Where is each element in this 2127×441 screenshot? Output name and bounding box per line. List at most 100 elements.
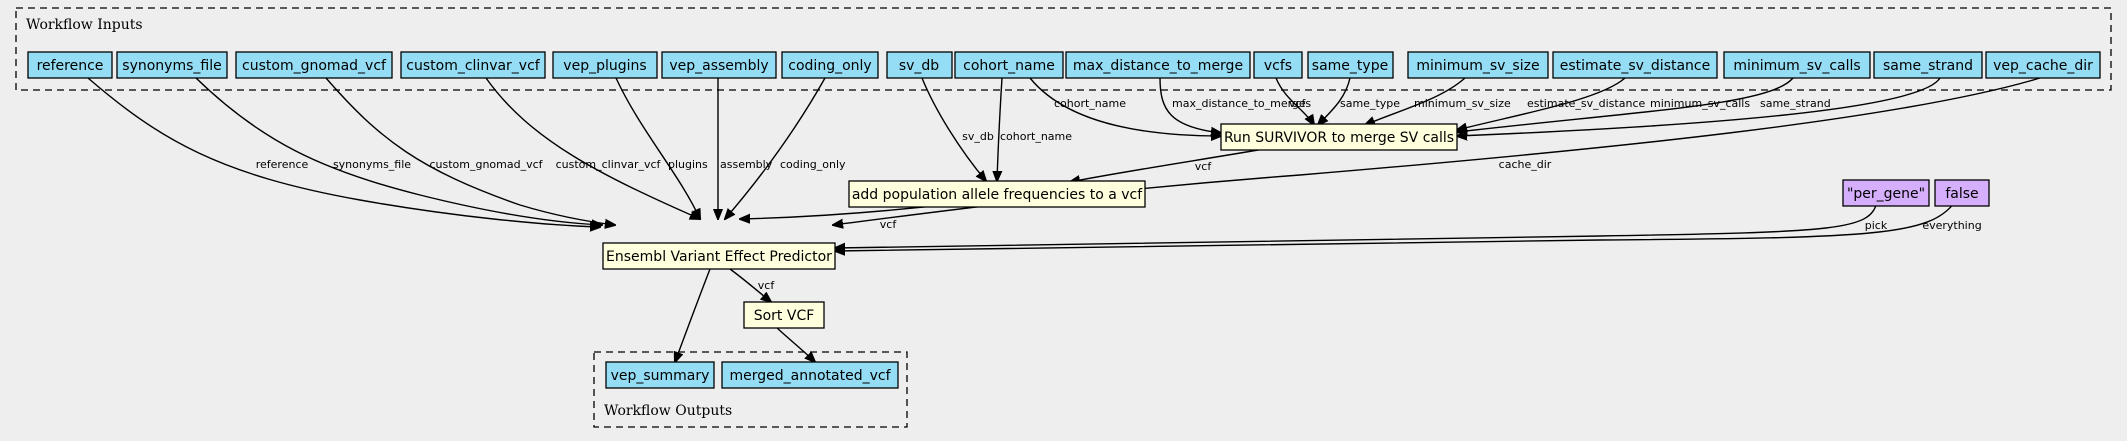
step-node-survivor[interactable]: Run SURVIVOR to merge SV calls — [1220, 123, 1458, 151]
input-label-sv-db: sv_db — [899, 58, 939, 74]
input-label-minimum-sv-calls: minimum_sv_calls — [1733, 58, 1860, 74]
edge-false-to-vep — [835, 201, 1956, 251]
workflow-inputs-cluster: Workflow Inputs — [15, 7, 2112, 91]
input-node-minimum-sv-size[interactable]: minimum_sv_size — [1407, 51, 1549, 79]
input-label-synonyms-file: synonyms_file — [122, 58, 221, 74]
edge-sort-to-merged — [775, 326, 815, 362]
edge-min-sv-calls-to-survivor — [1457, 77, 1794, 132]
edge-labels: cohort_name max_distance_to_merge vcfs s… — [256, 97, 1982, 292]
output-node-merged-annotated-vcf[interactable]: merged_annotated_vcf — [721, 361, 899, 389]
input-node-same-strand[interactable]: same_strand — [1873, 51, 1983, 79]
edge-sv-db-to-popfreq — [921, 77, 986, 181]
edge-same-strand-to-survivor — [1457, 77, 1941, 136]
input-label-same-strand: same_strand — [1883, 58, 1973, 74]
input-label-custom-clinvar-vcf: custom_clinvar_vcf — [406, 58, 541, 74]
input-node-vep-cache-dir[interactable]: vep_cache_dir — [1985, 51, 2101, 79]
input-node-vep-assembly[interactable]: vep_assembly — [661, 51, 777, 79]
input-label-vep-plugins: vep_plugins — [563, 58, 646, 74]
input-label-estimate-sv-distance: estimate_sv_distance — [1560, 58, 1711, 74]
edge-min-sv-size-to-survivor — [1365, 77, 1466, 125]
default-node-false[interactable]: false — [1934, 179, 1990, 207]
input-label-vep-assembly: vep_assembly — [669, 58, 768, 74]
step-node-popfreq[interactable]: add population allele frequencies to a v… — [848, 180, 1146, 208]
input-node-max-distance-to-merge[interactable]: max_distance_to_merge — [1065, 51, 1251, 79]
edge-label-pop-vcf: vcf — [880, 218, 898, 231]
input-node-estimate-sv-distance[interactable]: estimate_sv_distance — [1552, 51, 1718, 79]
step-label-popfreq: add population allele frequencies to a v… — [852, 187, 1143, 203]
input-node-reference[interactable]: reference — [27, 51, 113, 79]
input-node-cohort-name[interactable]: cohort_name — [954, 51, 1064, 79]
input-label-vep-cache-dir: vep_cache_dir — [1993, 58, 2093, 74]
edge-label-sv-db: sv_db — [962, 130, 994, 143]
edge-label-vcfs: vcfs — [1289, 97, 1311, 110]
step-label-sort-vcf: Sort VCF — [754, 308, 815, 324]
input-node-minimum-sv-calls[interactable]: minimum_sv_calls — [1723, 51, 1871, 79]
input-node-vep-plugins[interactable]: vep_plugins — [552, 51, 658, 79]
edge-clinvar-to-vep — [485, 77, 700, 219]
edge-reference-to-vep — [87, 77, 600, 227]
step-label-survivor: Run SURVIVOR to merge SV calls — [1224, 130, 1454, 146]
input-label-cohort-name: cohort_name — [963, 58, 1055, 74]
input-label-reference: reference — [37, 58, 104, 74]
default-nodes: "per_gene" false — [1842, 179, 1990, 207]
default-node-per-gene[interactable]: "per_gene" — [1842, 179, 1930, 207]
edge-label-min-sv-calls: minimum_sv_calls — [1650, 97, 1750, 110]
edge-label-min-sv-size: minimum_sv_size — [1414, 97, 1511, 110]
edge-label-coding-only: coding_only — [780, 158, 846, 171]
edge-plugins-to-vep — [615, 77, 700, 219]
output-nodes: vep_summary merged_annotated_vcf — [605, 361, 899, 389]
input-label-minimum-sv-size: minimum_sv_size — [1416, 58, 1539, 74]
step-node-sort-vcf[interactable]: Sort VCF — [743, 301, 825, 329]
edge-label-max-distance: max_distance_to_merge — [1172, 97, 1306, 110]
input-node-custom-clinvar-vcf[interactable]: custom_clinvar_vcf — [400, 51, 546, 79]
edge-cohort-name-to-survivor — [1029, 77, 1221, 136]
edge-label-everything: everything — [1922, 219, 1981, 232]
edge-label-gnomad: custom_gnomad_vcf — [429, 158, 543, 171]
input-node-sv-db[interactable]: sv_db — [886, 51, 953, 79]
workflow-inputs-label: Workflow Inputs — [26, 17, 143, 33]
edge-label-vep-vcf: vcf — [758, 279, 776, 292]
output-label-merged-annotated-vcf: merged_annotated_vcf — [729, 368, 891, 384]
edge-vcfs-to-survivor — [1275, 77, 1314, 125]
input-node-custom-gnomad-vcf[interactable]: custom_gnomad_vcf — [235, 51, 393, 79]
edge-gnomad-to-vep — [325, 77, 615, 225]
input-nodes: reference synonyms_file custom_gnomad_vc… — [27, 51, 2101, 79]
edge-label-estimate: estimate_sv_distance — [1527, 97, 1645, 110]
input-node-synonyms-file[interactable]: synonyms_file — [116, 51, 228, 79]
edge-synonyms-to-vep — [195, 77, 602, 225]
edge-label-cache-dir: cache_dir — [1499, 158, 1552, 171]
edge-coding-only-to-vep — [725, 77, 826, 219]
input-label-vcfs: vcfs — [1264, 58, 1292, 74]
edge-label-pick: pick — [1865, 219, 1888, 232]
edge-label-survivor-vcf: vcf — [1195, 160, 1213, 173]
edge-vep-to-vep-summary — [675, 268, 711, 362]
edge-per-gene-to-vep — [835, 201, 1878, 248]
edge-cohort-name-to-popfreq — [997, 77, 1003, 181]
edge-label-same-type: same_type — [1340, 97, 1400, 110]
edge-label-same-strand: same_strand — [1760, 97, 1831, 110]
input-label-coding-only: coding_only — [788, 58, 871, 74]
edges — [87, 77, 2041, 362]
edge-label-clinvar: custom_clinvar_vcf — [556, 158, 662, 171]
step-node-vep[interactable]: Ensembl Variant Effect Predictor — [602, 242, 836, 270]
edge-estimate-to-survivor — [1457, 77, 1626, 130]
edge-label-cohort-name-pop: cohort_name — [1000, 130, 1072, 143]
step-label-vep: Ensembl Variant Effect Predictor — [606, 249, 832, 265]
input-label-max-distance-to-merge: max_distance_to_merge — [1073, 58, 1243, 74]
input-node-vcfs[interactable]: vcfs — [1253, 51, 1303, 79]
default-label-false: false — [1945, 186, 1978, 202]
output-label-vep-summary: vep_summary — [611, 368, 710, 384]
input-label-same-type: same_type — [1312, 58, 1388, 74]
edge-vep-to-sort — [729, 268, 771, 302]
edge-label-cohort-name-survivor: cohort_name — [1054, 97, 1126, 110]
edge-label-synonyms: synonyms_file — [333, 158, 411, 171]
input-node-same-type[interactable]: same_type — [1307, 51, 1394, 79]
edge-label-reference: reference — [256, 158, 309, 171]
input-node-coding-only[interactable]: coding_only — [781, 51, 879, 79]
default-label-per-gene: "per_gene" — [1847, 186, 1925, 202]
output-node-vep-summary[interactable]: vep_summary — [605, 361, 715, 389]
edge-same-type-to-survivor — [1318, 77, 1351, 125]
edge-max-distance-to-survivor — [1159, 77, 1221, 133]
workflow-outputs-label: Workflow Outputs — [604, 403, 732, 419]
edge-label-assembly: assembly — [720, 158, 773, 171]
